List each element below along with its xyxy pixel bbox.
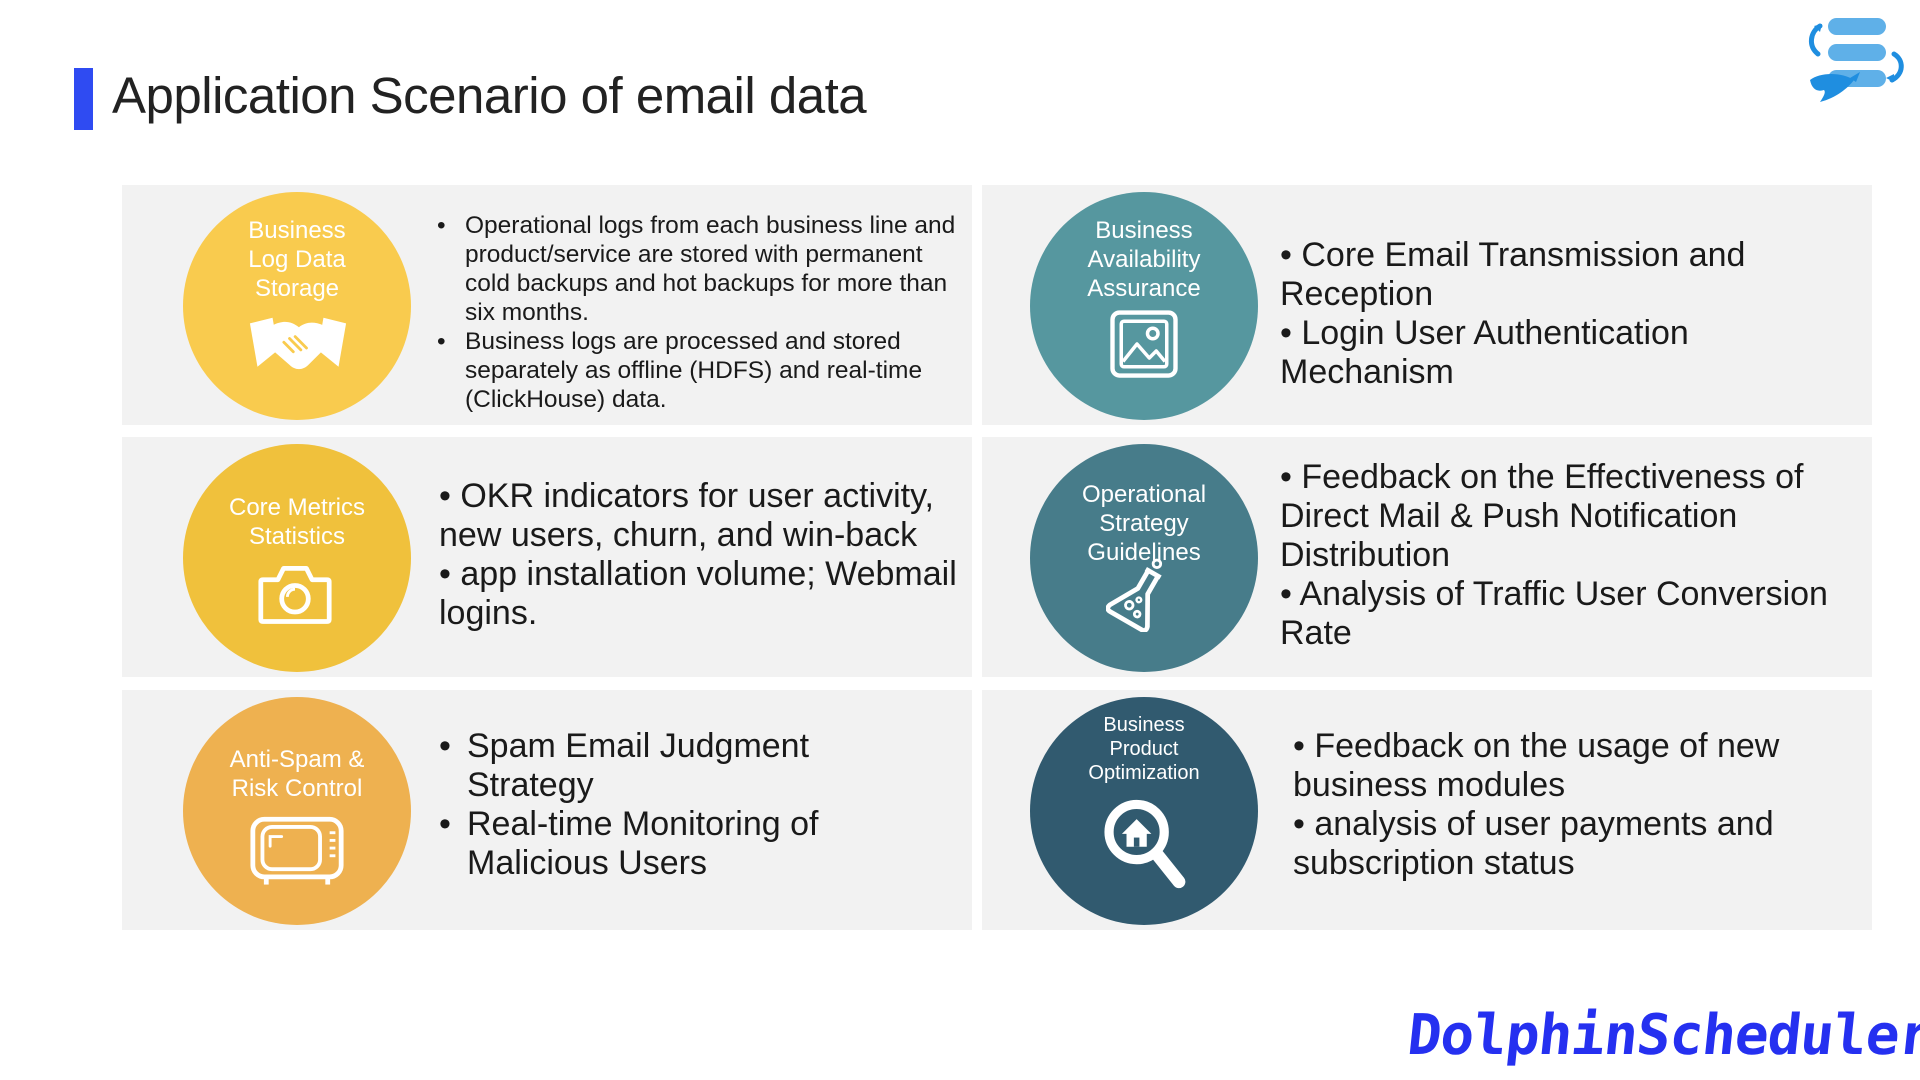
flask-icon <box>1106 558 1163 632</box>
circle-label: Core Metrics Statistics <box>228 494 366 550</box>
brand-wordmark: DolphinScheduler <box>1404 1003 1920 1068</box>
bullet-item: Feedback on the usage of new business mo… <box>1293 727 1833 805</box>
bullet-item: OKR indicators for user activity, new us… <box>439 477 959 555</box>
circle-label: Operational Strategy Guidelines <box>1081 481 1207 566</box>
description-operational-strategy-guidelines: Feedback on the Effectiveness of Direct … <box>1280 458 1870 653</box>
bullet-item: Feedback on the Effectiveness of Direct … <box>1280 458 1870 575</box>
bullet-item: Real-time Monitoring of Malicious Users <box>439 805 939 883</box>
handshake-icon <box>249 317 347 370</box>
bullet-item: app installation volume; Webmail logins. <box>439 555 959 633</box>
circle-anti-spam-risk-control: Anti-Spam & Risk Control <box>183 697 411 925</box>
circle-business-log-data-storage: Business Log Data Storage <box>183 192 411 420</box>
dolphinscheduler-logo-icon <box>1809 18 1904 102</box>
circle-label: Business Product Optimization <box>1088 714 1200 784</box>
description-business-availability-assurance: Core Email Transmission and Reception Lo… <box>1280 236 1840 392</box>
circle-label: Business Log Data Storage <box>248 217 346 302</box>
camera-icon <box>258 565 332 624</box>
circle-label: Anti-Spam & Risk Control <box>229 746 365 802</box>
bullet-item: Business logs are processed and stored s… <box>437 327 967 414</box>
description-core-metrics-statistics: OKR indicators for user activity, new us… <box>439 477 959 633</box>
circle-label: Business Availability Assurance <box>1087 217 1201 302</box>
tv-icon <box>250 816 344 885</box>
bullet-item: analysis of user payments and subscripti… <box>1293 805 1833 883</box>
bullet-item: Login User Authentication Mechanism <box>1280 314 1840 392</box>
bullet-item: Analysis of Traffic User Conversion Rate <box>1280 575 1870 653</box>
search-home-icon <box>1104 799 1186 889</box>
circle-business-product-optimization: Business Product Optimization <box>1030 697 1258 925</box>
bullet-item: Operational logs from each business line… <box>437 211 967 327</box>
bullet-item: Core Email Transmission and Reception <box>1280 236 1840 314</box>
description-business-product-optimization: Feedback on the usage of new business mo… <box>1293 727 1833 883</box>
description-business-log-data-storage: Operational logs from each business line… <box>437 211 967 414</box>
image-icon <box>1110 310 1178 378</box>
page-title: Application Scenario of email data <box>112 67 867 124</box>
circle-business-availability-assurance: Business Availability Assurance <box>1030 192 1258 420</box>
circle-operational-strategy-guidelines: Operational Strategy Guidelines <box>1030 444 1258 672</box>
bullet-item: Spam Email Judgment Strategy <box>439 727 939 805</box>
description-anti-spam-risk-control: Spam Email Judgment Strategy Real-time M… <box>439 727 939 883</box>
circle-core-metrics-statistics: Core Metrics Statistics <box>183 444 411 672</box>
title-accent-bar <box>74 68 93 130</box>
